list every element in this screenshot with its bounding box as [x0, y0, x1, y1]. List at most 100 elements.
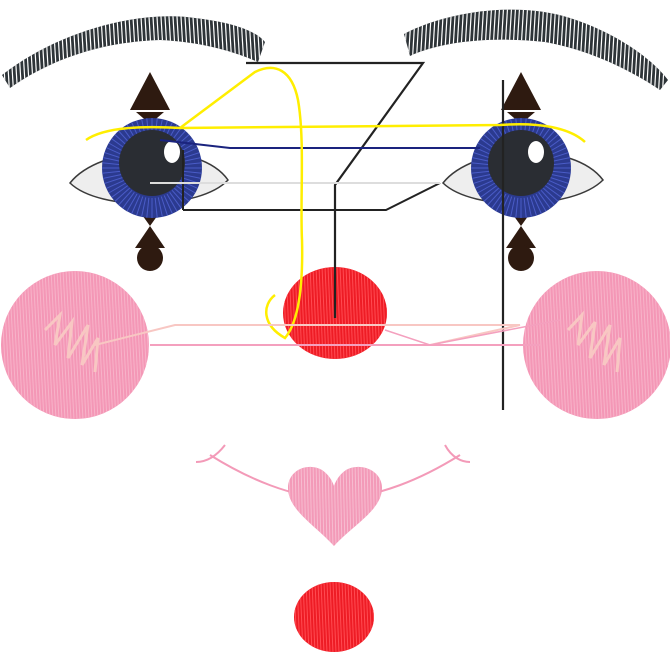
hatch-stroke	[329, 582, 334, 652]
iris-ray	[473, 179, 494, 190]
hatch-stroke	[31, 16, 39, 88]
hatch-stroke	[20, 271, 30, 419]
left-cheek-icon	[1, 271, 149, 419]
hatch-stroke	[404, 9, 405, 90]
iris-ray	[475, 182, 496, 195]
iris-ray	[181, 170, 202, 174]
hatch-stroke	[47, 271, 57, 419]
hatch-stroke	[110, 271, 120, 419]
hatch-stroke	[111, 16, 119, 88]
hatch-stroke	[113, 271, 123, 419]
hatch-stroke	[375, 582, 378, 653]
hatch-stroke	[104, 271, 114, 419]
iris-ray	[494, 193, 507, 214]
iris-ray	[550, 170, 571, 174]
iris-ray	[529, 196, 538, 218]
chin-dot-icon	[294, 582, 378, 653]
iris-ray	[104, 179, 125, 190]
hatch-stroke	[83, 271, 93, 419]
hatch-stroke	[617, 271, 627, 419]
hatch-stroke	[175, 16, 183, 88]
hatch-stroke	[101, 271, 111, 419]
hatch-stroke	[123, 16, 131, 88]
iris-ray	[109, 185, 129, 199]
right-cheek-icon	[523, 271, 670, 419]
hatch-stroke	[566, 271, 576, 419]
hatch-stroke	[159, 16, 167, 88]
hatch-stroke	[563, 271, 573, 419]
hatch-stroke	[608, 271, 618, 419]
iris-ray	[175, 185, 195, 199]
hatch-stroke	[29, 271, 39, 419]
right-lower-tear-mark	[506, 212, 536, 271]
hatch-stroke	[629, 271, 639, 419]
iris-ray	[169, 191, 183, 211]
hatch-stroke	[127, 16, 135, 88]
hatch-stroke	[23, 16, 31, 88]
hatch-stroke	[381, 466, 382, 546]
hatch-stroke	[211, 16, 219, 88]
right-eye-icon	[441, 118, 604, 218]
iris-ray	[504, 196, 513, 218]
iris-ray	[482, 187, 500, 204]
iris-ray	[550, 173, 571, 180]
hatch-stroke	[596, 271, 606, 419]
hatch-stroke	[548, 271, 558, 419]
hatch-stroke	[99, 16, 107, 88]
iris-ray	[177, 182, 198, 195]
iris-ray	[106, 182, 127, 195]
hatch-stroke	[453, 9, 461, 90]
hatch-stroke	[645, 9, 653, 90]
hatch-stroke	[207, 16, 215, 88]
hatch-stroke	[356, 582, 361, 652]
hatch-stroke	[394, 0, 400, 100]
hatch-stroke	[119, 271, 129, 419]
iris-ray	[171, 189, 188, 207]
hatch-stroke	[183, 16, 191, 88]
hatch-stroke	[557, 271, 567, 419]
hatch-stroke	[116, 271, 126, 419]
hatch-stroke	[561, 9, 569, 90]
right-upper-tear-mark	[501, 72, 541, 124]
hatch-stroke	[317, 582, 322, 652]
iris-ray	[546, 182, 567, 195]
hatch-stroke	[635, 271, 645, 419]
iris-ray	[181, 173, 202, 180]
hatch-stroke	[77, 271, 87, 419]
hatch-stroke	[661, 9, 668, 90]
iris-ray	[102, 170, 123, 174]
iris-ray	[130, 195, 141, 216]
hatch-stroke	[378, 466, 382, 546]
hatch-stroke	[263, 16, 265, 88]
iris-ray	[540, 189, 557, 207]
guide-lines	[85, 61, 586, 410]
iris-ray	[166, 193, 179, 214]
hatch-stroke	[353, 582, 358, 652]
hatch-stroke	[98, 271, 108, 419]
hatch-stroke	[342, 466, 346, 546]
hatch-stroke	[441, 9, 449, 90]
hatch-stroke	[2, 16, 7, 88]
hatch-stroke	[542, 271, 552, 419]
hatch-stroke	[15, 16, 23, 88]
hatch-stroke	[599, 271, 609, 419]
iris-ray	[538, 191, 552, 211]
iris-ray	[181, 162, 202, 166]
hatch-stroke	[347, 582, 352, 652]
hatch-stroke	[195, 16, 203, 88]
hatch-stroke	[344, 582, 349, 652]
hatch-stroke	[276, 0, 282, 100]
hatch-stroke	[641, 9, 649, 90]
hatch-stroke	[620, 271, 630, 419]
hatch-stroke	[341, 582, 346, 652]
iris-ray	[471, 173, 492, 180]
left-upper-tear-mark	[130, 72, 170, 124]
iris-ray	[157, 197, 164, 218]
hatch-stroke	[425, 9, 433, 90]
iris-ray	[544, 185, 564, 199]
hatch-stroke	[605, 271, 615, 419]
hatch-stroke	[268, 0, 274, 100]
iris-ray	[121, 191, 135, 211]
iris-ray	[146, 197, 150, 218]
hatch-stroke	[623, 271, 633, 419]
